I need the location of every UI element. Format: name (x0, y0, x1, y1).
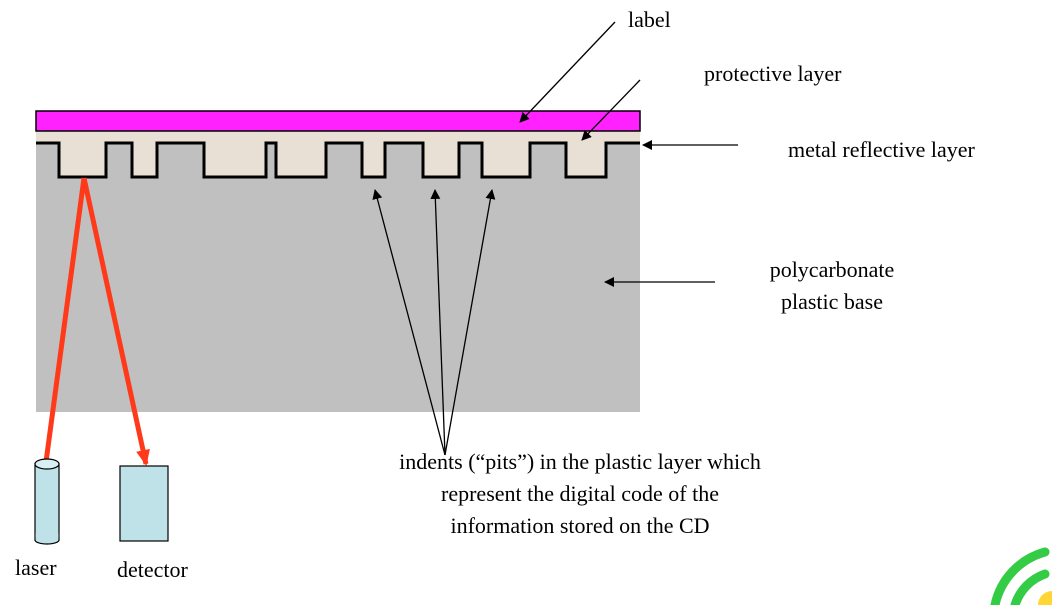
detector-caption: detector (117, 557, 188, 582)
polycarbonate-caption-line2: plastic base (780, 289, 884, 314)
indents-caption-line3: information stored on the CD (450, 513, 710, 538)
indents-caption-line2: represent the digital code of the (441, 481, 719, 506)
label-caption: label (628, 7, 671, 32)
laser-caption: laser (15, 555, 57, 580)
laser-beam-reflected (81, 177, 150, 466)
detector-device (119, 465, 169, 542)
laser-device (34, 458, 60, 545)
pit-arrow-2 (430, 189, 446, 456)
indents-caption-line1: indents (“pits”) in the plastic layer wh… (399, 449, 761, 474)
label-layer (35, 110, 641, 132)
protective-layer-caption: protective layer (704, 61, 842, 86)
metal-reflective-layer (36, 141, 640, 179)
metal-reflective-layer-caption: metal reflective layer (788, 137, 975, 162)
protective-layer-arrow (581, 79, 641, 141)
polycarbonate-caption-line1: polycarbonate (769, 257, 895, 282)
logo-signal-icon (990, 547, 1052, 605)
laser-beam-incident (43, 177, 87, 463)
pit-arrow-1 (372, 189, 446, 456)
label-arrow (519, 21, 616, 123)
pit-arrow-3 (444, 189, 496, 456)
